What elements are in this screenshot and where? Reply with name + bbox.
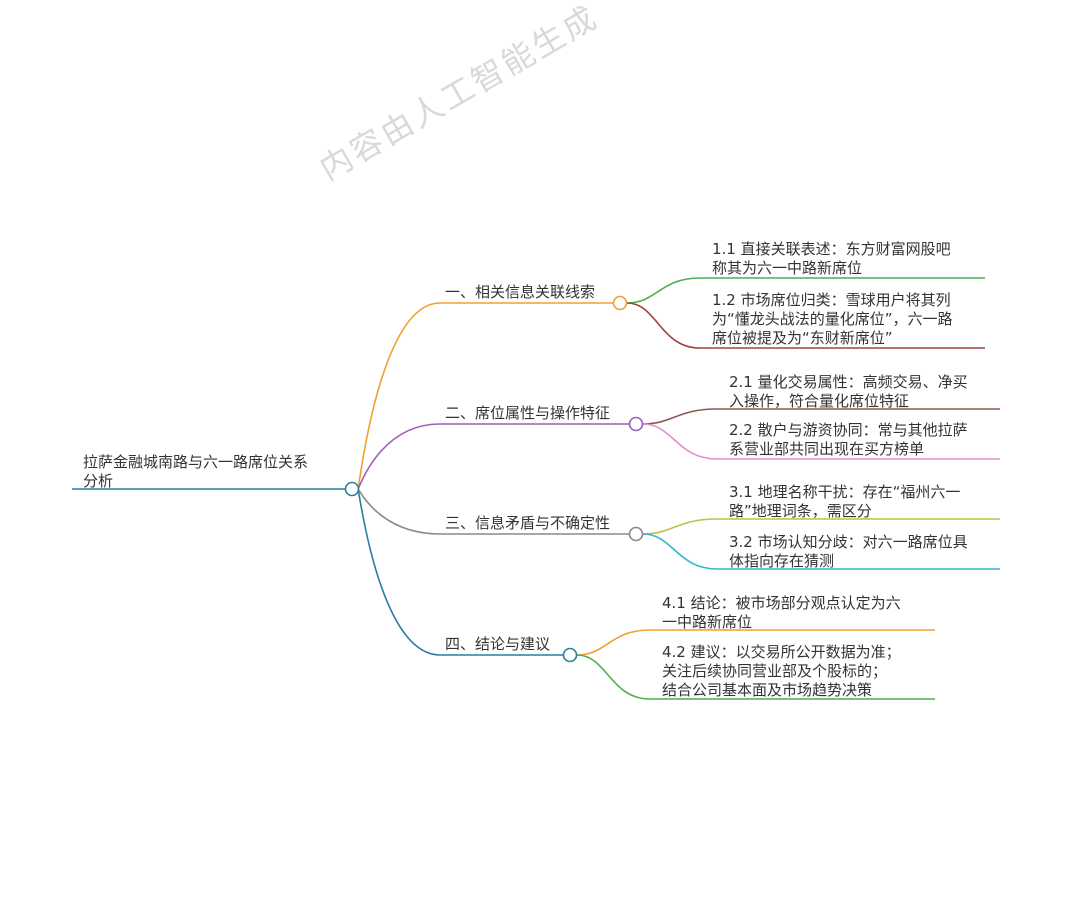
leaf-topic-2-2-line-2[interactable]: 系营业部共同出现在买方榜单 xyxy=(729,440,925,458)
leaf-topic-4-1-line-2[interactable]: 一中路新席位 xyxy=(662,613,753,631)
leaf-topic-4-1-line-1[interactable]: 4.1 结论：被市场部分观点认定为六 xyxy=(662,594,901,612)
edge-branch-2-to-leaf-2 xyxy=(642,423,718,460)
edge-branch-3-to-leaf-2 xyxy=(642,533,718,570)
leaf-topic-4-2-line-1[interactable]: 4.2 建议：以交易所公开数据为准； xyxy=(662,643,901,661)
branch-collapse-toggle-4[interactable] xyxy=(562,647,578,663)
leaf-topic-4-2-line-2[interactable]: 关注后续协同营业部及个股标的； xyxy=(662,662,888,680)
root-topic-line-1[interactable]: 拉萨金融城南路与六一路席位关系 xyxy=(83,453,309,471)
edge-root-to-branch-1 xyxy=(357,302,441,490)
leaf-topic-1-2-line-2[interactable]: 为“懂龙头战法的量化席位”，六一路 xyxy=(712,310,953,328)
leaf-topic-3-1-line-1[interactable]: 3.1 地理名称干扰：存在“福州六一 xyxy=(729,483,961,501)
leaf-topic-2-2-line-1[interactable]: 2.2 散户与游资协同：常与其他拉萨 xyxy=(729,421,968,439)
edge-root-to-branch-2 xyxy=(357,423,441,490)
leaf-topic-1-1-line-2[interactable]: 称其为六一中路新席位 xyxy=(712,259,863,277)
branch-collapse-toggle-1[interactable] xyxy=(612,295,628,311)
branch-topic-3[interactable]: 三、信息矛盾与不确定性 xyxy=(445,514,611,532)
edge-root-to-branch-3 xyxy=(357,488,441,535)
edge-branch-4-to-leaf-1 xyxy=(576,629,651,656)
edge-root-to-branch-4 xyxy=(357,488,441,656)
edge-branch-1-to-leaf-1 xyxy=(626,277,701,304)
edge-branch-4-to-leaf-2 xyxy=(576,654,651,700)
leaf-topic-1-2-line-1[interactable]: 1.2 市场席位归类：雪球用户将其列 xyxy=(712,291,951,309)
root-topic-line-2[interactable]: 分析 xyxy=(83,472,114,490)
leaf-topic-2-1-line-1[interactable]: 2.1 量化交易属性：高频交易、净买 xyxy=(729,373,968,391)
leaf-topic-2-1-line-2[interactable]: 入操作，符合量化席位特征 xyxy=(729,392,910,410)
leaf-topic-3-2-line-1[interactable]: 3.2 市场认知分歧：对六一路席位具 xyxy=(729,533,968,551)
mindmap-edges xyxy=(72,277,1000,700)
branch-collapse-toggle-2[interactable] xyxy=(628,416,644,432)
leaf-topic-1-2-line-3[interactable]: 席位被提及为“东财新席位” xyxy=(712,329,893,347)
leaf-topic-1-1-line-1[interactable]: 1.1 直接关联表述：东方财富网股吧 xyxy=(712,240,951,258)
branch-collapse-toggle-3[interactable] xyxy=(628,526,644,542)
leaf-topic-3-2-line-2[interactable]: 体指向存在猜测 xyxy=(729,552,835,570)
leaf-topic-3-1-line-2[interactable]: 路”地理词条，需区分 xyxy=(729,502,872,520)
mindmap-nodes xyxy=(344,295,644,663)
edge-branch-3-to-leaf-1 xyxy=(642,518,718,535)
root-collapse-toggle[interactable] xyxy=(344,481,360,497)
edge-branch-1-to-leaf-2 xyxy=(626,302,701,349)
branch-topic-1[interactable]: 一、相关信息关联线索 xyxy=(445,283,596,301)
branch-topic-2[interactable]: 二、席位属性与操作特征 xyxy=(445,404,611,422)
edge-branch-2-to-leaf-1 xyxy=(642,408,718,425)
branch-topic-4[interactable]: 四、结论与建议 xyxy=(445,635,551,653)
leaf-topic-4-2-line-3[interactable]: 结合公司基本面及市场趋势决策 xyxy=(662,681,873,699)
